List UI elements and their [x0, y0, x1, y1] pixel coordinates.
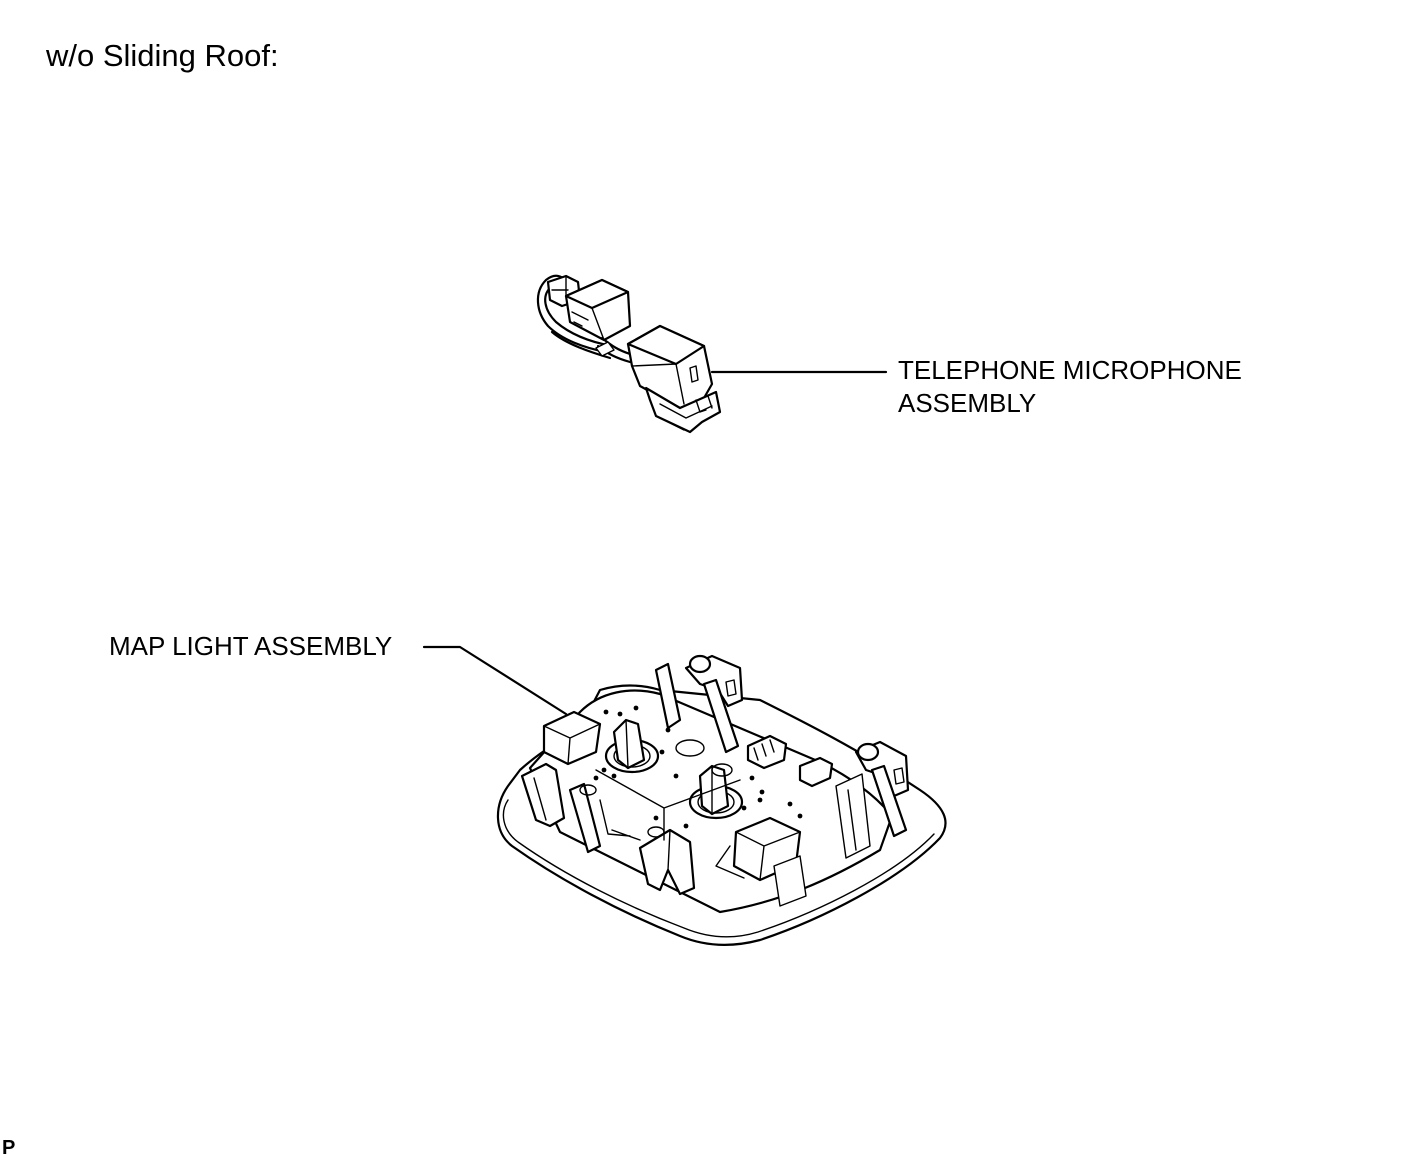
map-light-drawing	[422, 645, 947, 947]
telephone-microphone-label-line1: TELEPHONE MICROPHONE	[898, 355, 1242, 385]
page-title: w/o Sliding Roof:	[46, 38, 279, 73]
map-light-label: MAP LIGHT ASSEMBLY	[109, 631, 393, 661]
telephone-microphone-label: TELEPHONE MICROPHONE ASSEMBLY	[898, 354, 1242, 420]
corner-code: P	[2, 1137, 16, 1159]
telephone-microphone-drawing	[536, 274, 888, 434]
telephone-microphone-label-line2: ASSEMBLY	[898, 388, 1037, 418]
